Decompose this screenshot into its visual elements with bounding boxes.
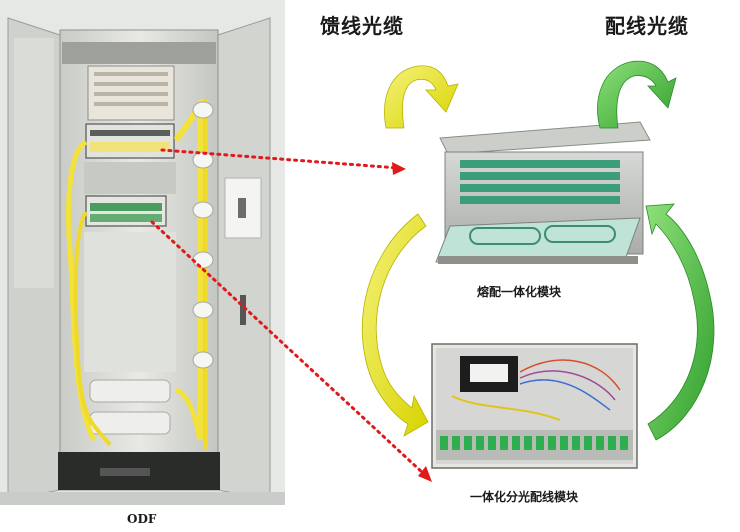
splice-module-image <box>435 121 651 264</box>
feeder-cable-label: 馈线光缆 <box>320 14 404 38</box>
splice-module-label: 熔配一体化模块 <box>477 285 562 299</box>
odf-cabinet-image <box>0 0 285 505</box>
connector-splitter <box>150 220 432 482</box>
splitter-module-image <box>431 343 638 469</box>
distribution-curved-arrow <box>597 60 677 129</box>
splitter-module-label: 一体化分光配线模块 <box>470 490 579 504</box>
odf-label: ODF <box>127 512 157 526</box>
distribution-loop-arrow <box>645 203 715 441</box>
feeder-loop-arrow <box>361 213 429 437</box>
distribution-cable-label: 配线光缆 <box>605 14 689 38</box>
feeder-curved-arrow <box>384 65 459 129</box>
connector-splice <box>160 148 406 175</box>
